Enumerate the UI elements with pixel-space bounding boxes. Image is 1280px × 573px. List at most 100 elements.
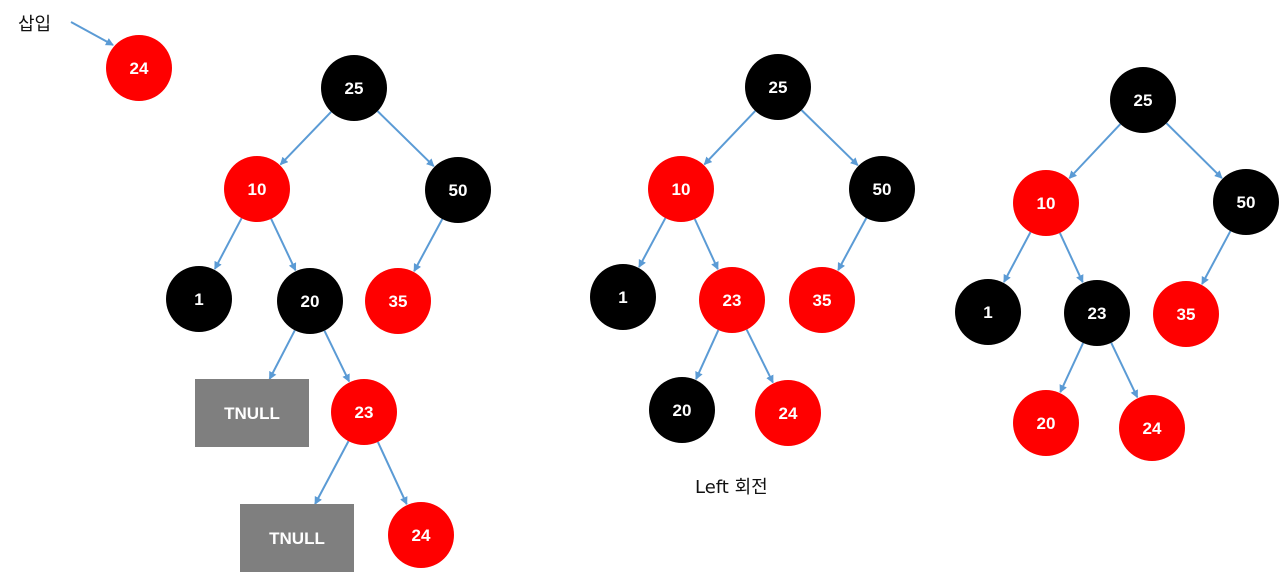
node-label: 25: [1134, 91, 1153, 110]
node-t2-n24: 24: [755, 380, 821, 446]
edge-t2-n25-to-t2-n10: [703, 110, 756, 166]
node-label: 10: [1037, 194, 1056, 213]
node-label: 20: [673, 401, 692, 420]
node-label: 23: [723, 291, 742, 310]
edge-t1-n50-to-t1-n35: [413, 218, 444, 272]
edge-t1-n20-to-t1-n23: [323, 330, 351, 383]
node-label: 24: [130, 59, 149, 78]
insert-label: 삽입: [18, 14, 52, 35]
black-node-circle: [649, 377, 715, 443]
node-t1-n20: 20: [277, 268, 343, 334]
edge-t2-n10-to-t2-n1: [638, 217, 667, 268]
red-node-circle: [1013, 170, 1079, 236]
red-node-circle: [365, 268, 431, 334]
node-t2-n50: 50: [849, 156, 915, 222]
red-node-circle: [755, 380, 821, 446]
node-t2-n35: 35: [789, 267, 855, 333]
node-t1-n24-insert: 24: [106, 35, 172, 101]
edge-t2-n23-to-t2-n20: [695, 329, 720, 380]
node-t3-n23: 23: [1064, 280, 1130, 346]
node-t3-n10: 10: [1013, 170, 1079, 236]
edge-t3-n25-to-t3-n50: [1165, 122, 1223, 179]
red-node-circle: [789, 267, 855, 333]
node-label: 20: [301, 292, 320, 311]
black-node-circle: [1213, 169, 1279, 235]
edge-t1-n25-to-t1-n10: [279, 111, 332, 166]
node-label: 1: [983, 303, 992, 322]
node-t2-n1: 1: [590, 264, 656, 330]
red-node-circle: [1013, 390, 1079, 456]
node-label: 25: [345, 79, 364, 98]
tnull-box: [195, 379, 309, 447]
edge-t1-n10-to-t1-n20: [270, 218, 297, 272]
black-node-circle: [955, 279, 1021, 345]
node-label: 50: [1237, 193, 1256, 212]
red-node-circle: [699, 267, 765, 333]
red-node-circle: [648, 156, 714, 222]
tnull-label: TNULL: [269, 529, 325, 548]
node-t1-n50: 50: [425, 157, 491, 223]
edge-t2-n10-to-t2-n23: [693, 218, 719, 271]
node-t1-n10: 10: [224, 156, 290, 222]
edge-t1-n23-to-t1-tnull-b: [314, 440, 350, 505]
node-label: 10: [248, 180, 267, 199]
red-node-circle: [1153, 281, 1219, 347]
black-node-circle: [1110, 67, 1176, 133]
node-label: 23: [355, 403, 374, 422]
node-t3-n50: 50: [1213, 169, 1279, 235]
tnull-t1-tnull-b: TNULL: [240, 504, 354, 572]
red-node-circle: [388, 502, 454, 568]
node-t2-n23: 23: [699, 267, 765, 333]
node-label: 50: [449, 181, 468, 200]
edge-t3-n10-to-t3-n23: [1058, 232, 1084, 284]
node-label: 1: [194, 290, 203, 309]
node-t3-n1: 1: [955, 279, 1021, 345]
tnull-label: TNULL: [224, 404, 280, 423]
tnull-box: [240, 504, 354, 572]
node-label: 35: [1177, 305, 1196, 324]
edge-t2-n50-to-t2-n35: [837, 217, 868, 271]
node-label: 20: [1037, 414, 1056, 433]
node-label: 24: [412, 526, 431, 545]
black-node-circle: [590, 264, 656, 330]
node-t3-n24: 24: [1119, 395, 1185, 461]
black-node-circle: [277, 268, 343, 334]
edge-t1-n20-to-t1-tnull-a: [268, 329, 296, 380]
red-node-circle: [106, 35, 172, 101]
tnull-t1-tnull-a: TNULL: [195, 379, 309, 447]
node-label: 23: [1088, 304, 1107, 323]
edge-t2-n23-to-t2-n24: [745, 329, 774, 384]
node-label: 24: [779, 404, 798, 423]
edge-t3-n50-to-t3-n35: [1201, 230, 1232, 285]
black-node-circle: [425, 157, 491, 223]
black-node-circle: [321, 55, 387, 121]
black-node-circle: [745, 54, 811, 120]
node-label: 35: [813, 291, 832, 310]
edge-t1-n25-to-t1-n50: [376, 110, 435, 167]
node-t3-n20: 20: [1013, 390, 1079, 456]
insert-arrow: [70, 21, 114, 46]
node-label: 35: [389, 292, 408, 311]
node-t3-n25: 25: [1110, 67, 1176, 133]
node-t1-n25: 25: [321, 55, 387, 121]
node-label: 25: [769, 78, 788, 97]
edge-t1-n23-to-t1-n24: [376, 441, 408, 506]
node-label: 1: [618, 288, 627, 307]
red-node-circle: [331, 379, 397, 445]
red-node-circle: [224, 156, 290, 222]
node-t1-n35: 35: [365, 268, 431, 334]
node-t1-n1: 1: [166, 266, 232, 332]
black-node-circle: [1064, 280, 1130, 346]
rotation-label: Left 회전: [695, 477, 768, 498]
edge-t3-n23-to-t3-n24: [1110, 342, 1139, 399]
node-label: 50: [873, 180, 892, 199]
black-node-circle: [849, 156, 915, 222]
edge-t2-n25-to-t2-n50: [800, 109, 859, 166]
node-t2-n10: 10: [648, 156, 714, 222]
node-label: 24: [1143, 419, 1162, 438]
edge-t3-n10-to-t3-n1: [1003, 231, 1032, 283]
edge-t3-n25-to-t3-n10: [1068, 123, 1122, 179]
node-t1-n23: 23: [331, 379, 397, 445]
node-t1-n24: 24: [388, 502, 454, 568]
